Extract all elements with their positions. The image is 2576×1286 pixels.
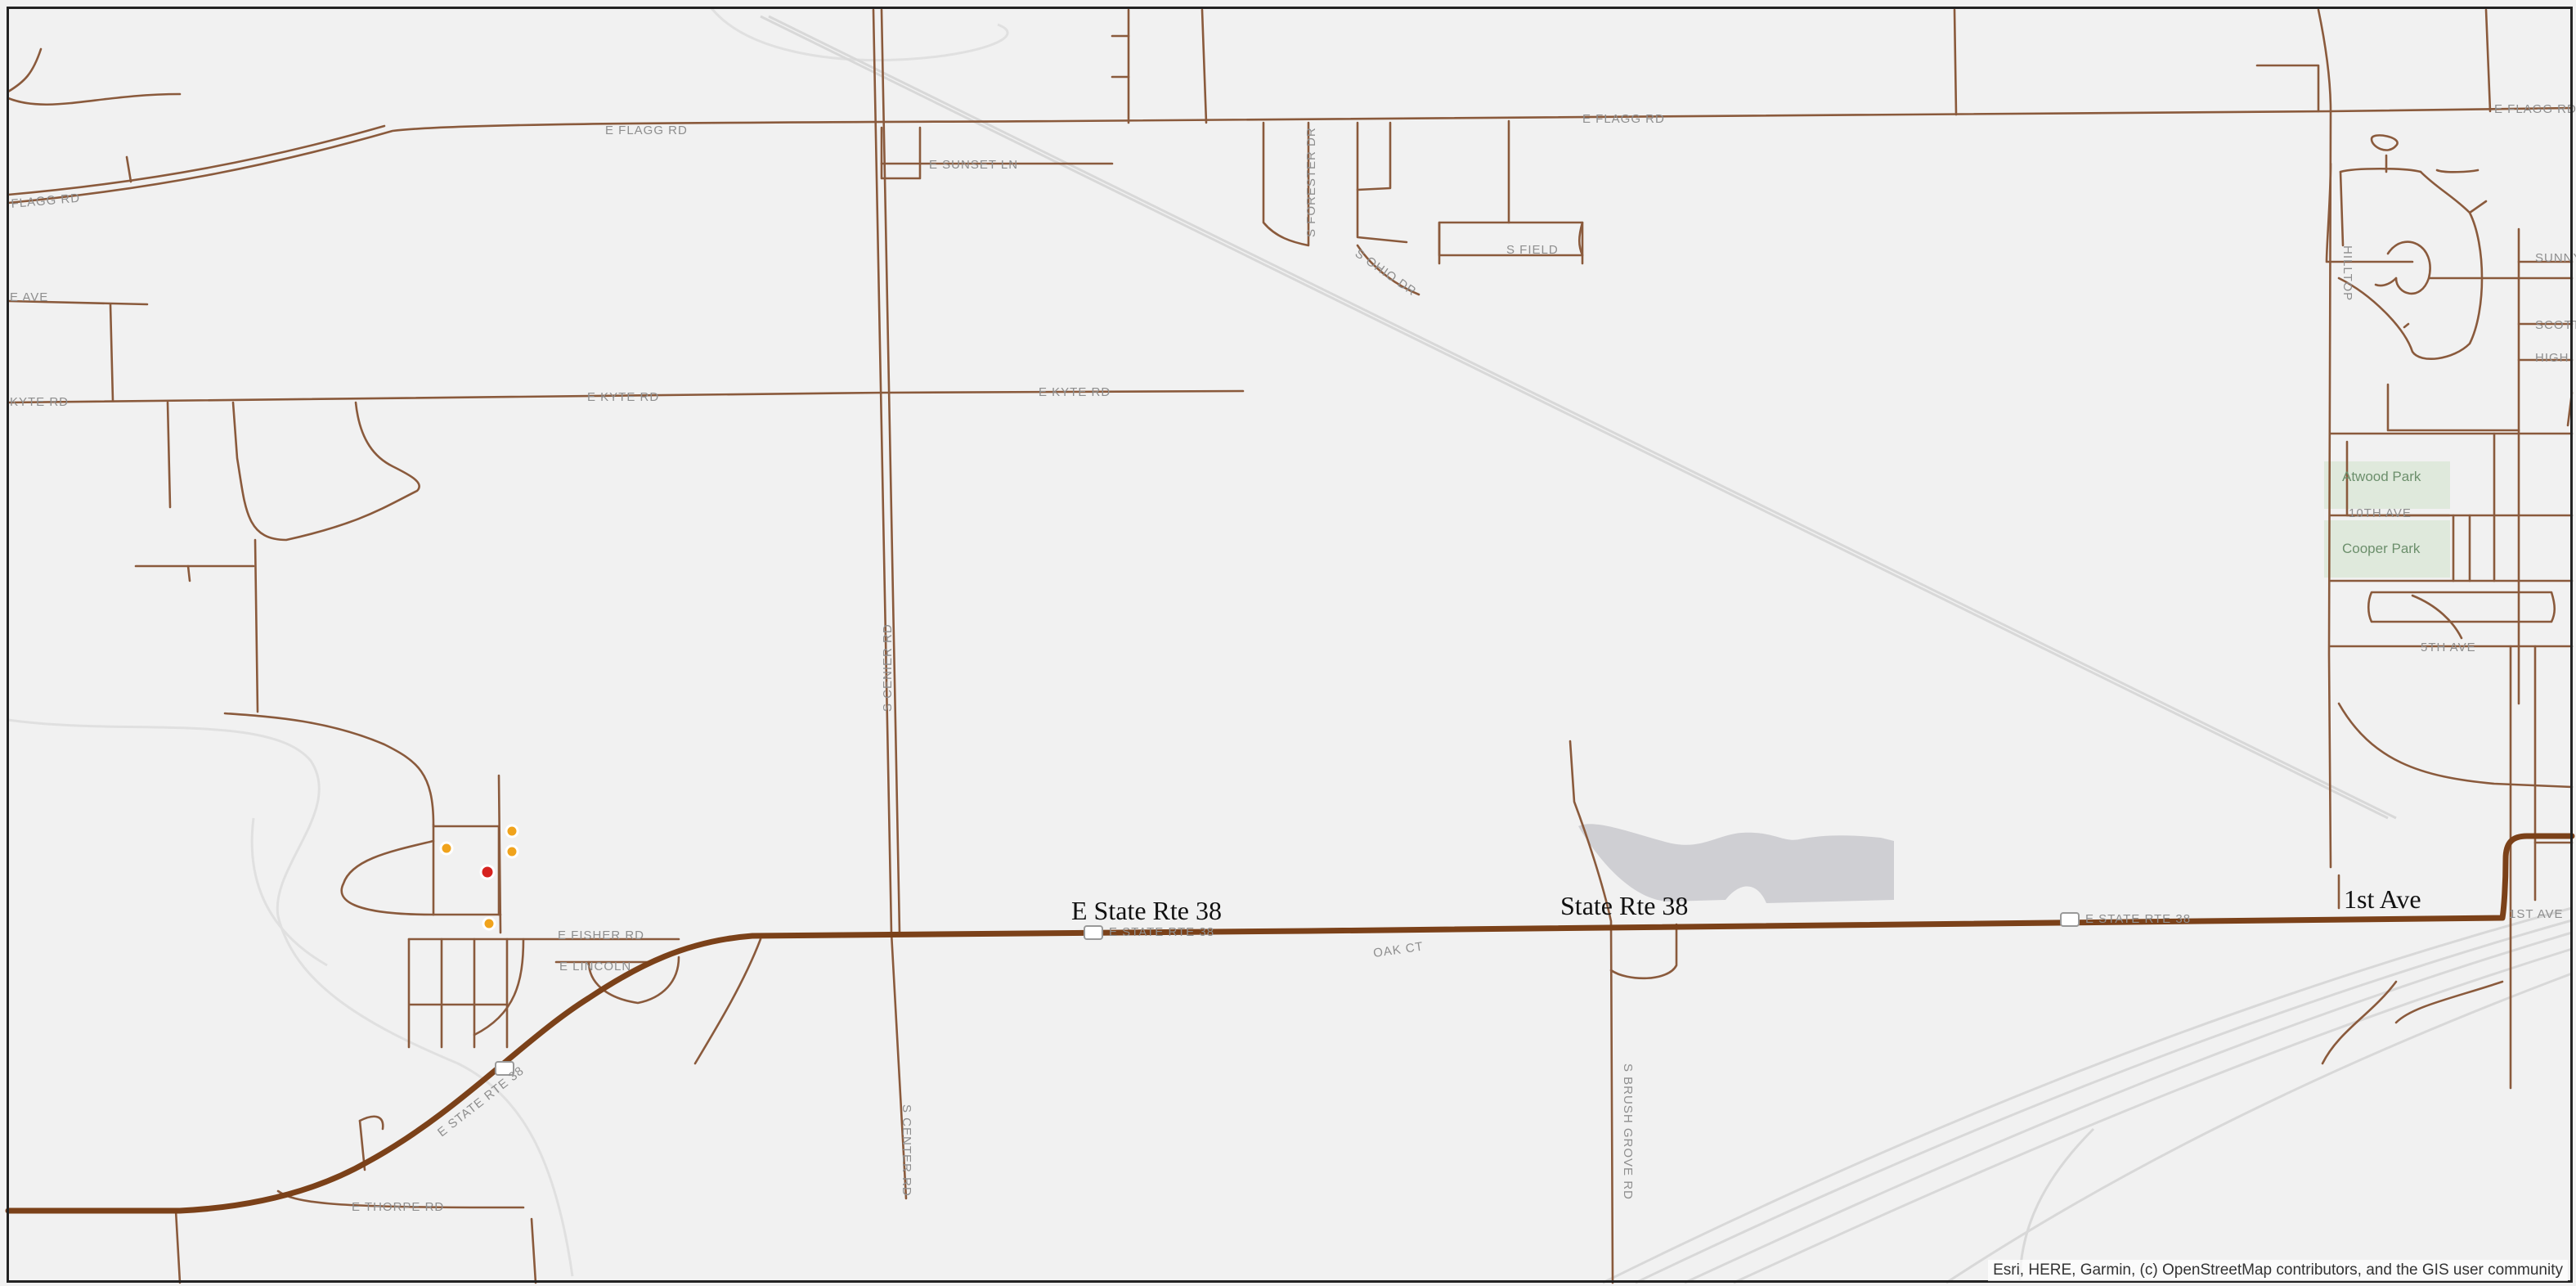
map-attribution: Esri, HERE, Garmin, (c) OpenStreetMap co… — [1988, 1260, 2568, 1281]
street-label-brush-grove: S BRUSH GROVE RD — [1621, 1063, 1635, 1200]
street-label-kyte: KYTE RD — [10, 395, 69, 409]
route-label-state-rte-38: State Rte 38 — [1560, 891, 1688, 920]
marker-orange-pin[interactable] — [505, 824, 519, 839]
parking-area — [1578, 824, 1894, 903]
street-label-fisher: E FISHER RD — [558, 929, 644, 942]
marker-red-pin[interactable] — [479, 864, 496, 880]
atwood-park-area — [2324, 461, 2450, 509]
marker-orange-pin[interactable] — [482, 916, 496, 931]
park-label-cooper: Cooper Park — [2342, 541, 2421, 556]
street-label-hilltop: HILLTOP — [2340, 245, 2354, 301]
street-label-sunny: SUNNY — [2535, 251, 2576, 265]
street-label-state-rte: E STATE RTE 38 — [1109, 925, 1214, 939]
street-label-flagg: E FLAGG RD — [2494, 102, 2576, 116]
street-label-flagg: E FLAGG RD — [1582, 112, 1665, 126]
street-label-tenth: 10TH AVE — [2349, 506, 2412, 520]
street-label-ave: E AVE — [10, 290, 48, 304]
route-shields — [495, 912, 2080, 1076]
street-label-first: 1ST AVE — [2509, 907, 2563, 921]
route-label-first-ave: 1st Ave — [2344, 884, 2421, 914]
road-network — [7, 8, 2574, 1284]
route-labels: E State Rte 38 State Rte 38 1st Ave — [1071, 884, 2421, 925]
marker-orange-pin[interactable] — [505, 844, 519, 859]
highlighted-route[interactable] — [5, 833, 2575, 1214]
shield-icon — [495, 1061, 514, 1076]
cooper-park-area — [2324, 520, 2450, 578]
park-label-atwood: Atwood Park — [2342, 469, 2421, 484]
street-label-flagg: E FLAGG RD — [605, 124, 688, 137]
street-label-scenier: S CENIER RD — [881, 623, 895, 712]
street-label-sunset: E SUNSET LN — [929, 158, 1018, 172]
street-label-forester: S FORESTER DR — [1304, 127, 1318, 237]
street-labels: E FLAGG RD E FLAGG RD E FLAGG RD FLAGG R… — [10, 102, 2576, 1214]
street-label-field: S FIELD — [1506, 243, 1559, 257]
street-label-thorpe: E THORPE RD — [352, 1200, 444, 1214]
park-labels: Atwood Park Cooper Park — [2342, 469, 2421, 556]
street-label-state-rte: E STATE RTE 38 — [2085, 912, 2191, 926]
street-label-kyte: E KYTE RD — [1039, 385, 1111, 399]
route-label-e-state-rte-38: E State Rte 38 — [1071, 896, 1222, 925]
street-label-center: S CENTER RD — [900, 1104, 913, 1197]
shield-icon — [1084, 925, 1103, 940]
street-label-high: HIGH — [2535, 351, 2569, 365]
marker-orange-pin[interactable] — [439, 841, 454, 856]
terrain-lines — [7, 7, 1009, 1277]
street-label-scott: SCOTT — [2535, 318, 2576, 332]
street-label-lincoln: E LINCOLN — [559, 960, 631, 973]
street-label-kyte: E KYTE RD — [587, 390, 659, 404]
markers[interactable] — [439, 824, 519, 931]
street-label-fifth: 5TH AVE — [2421, 641, 2476, 654]
shield-icon — [2060, 912, 2080, 927]
